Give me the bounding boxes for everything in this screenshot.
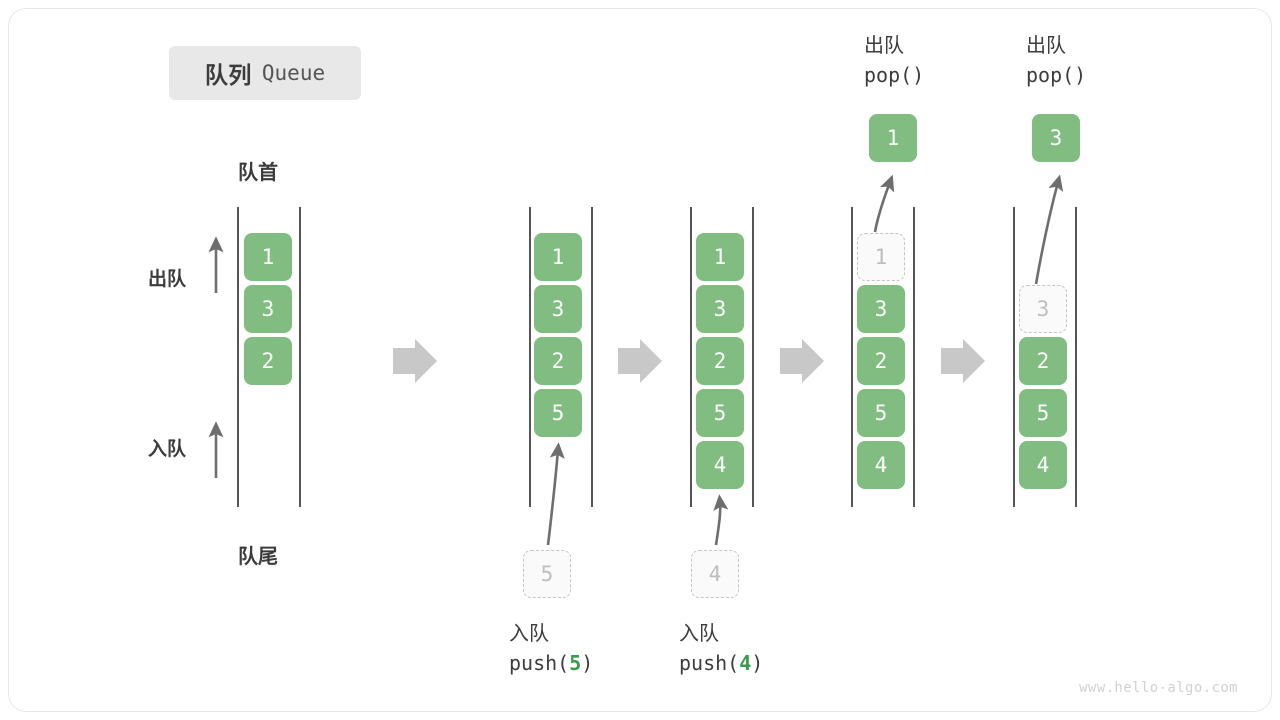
title-cn: 队列 — [204, 62, 252, 88]
enqueue-label: 入队 — [148, 439, 187, 460]
op-label-push-5: 入队 push(5) — [509, 620, 593, 678]
op-label-code: push(4) — [679, 651, 764, 675]
ghost-element: 5 — [523, 550, 571, 598]
rear-label: 队尾 — [238, 546, 278, 568]
queue-element: 1 — [696, 233, 744, 281]
queue-element: 4 — [1019, 441, 1067, 489]
watermark: www.hello-algo.com — [1079, 680, 1238, 696]
rail-left — [1013, 207, 1015, 507]
queue-element: 1 — [534, 233, 582, 281]
front-label: 队首 — [238, 162, 278, 184]
rail-right — [591, 207, 593, 507]
popped-element: 3 — [1032, 114, 1080, 162]
rail-left — [237, 207, 239, 507]
queue-element: 3 — [534, 285, 582, 333]
queue-element: 4 — [857, 441, 905, 489]
op-label-pop-3: 出队 pop() — [1026, 32, 1086, 90]
queue-element: 5 — [696, 389, 744, 437]
queue-element-new: 5 — [534, 389, 582, 437]
queue-element-new: 4 — [696, 441, 744, 489]
queue-element: 5 — [1019, 389, 1067, 437]
rail-left — [851, 207, 853, 507]
op-label-cn: 入队 — [679, 623, 719, 645]
rail-right — [752, 207, 754, 507]
op-label-cn: 出队 — [864, 35, 904, 57]
op-code-number: 5 — [569, 651, 582, 675]
dequeue-label: 出队 — [148, 269, 187, 290]
op-label-code: push(5) — [509, 651, 594, 675]
op-code-number: 4 — [739, 651, 752, 675]
ghost-element: 1 — [857, 233, 905, 281]
diagram-card — [8, 8, 1272, 712]
queue-element: 5 — [857, 389, 905, 437]
queue-element: 2 — [534, 337, 582, 385]
op-label-cn: 出队 — [1026, 35, 1066, 57]
queue-element: 3 — [696, 285, 744, 333]
op-label-cn: 入队 — [509, 623, 549, 645]
queue-element: 2 — [857, 337, 905, 385]
queue-element: 3 — [244, 285, 292, 333]
ghost-element: 3 — [1019, 285, 1067, 333]
op-label-code: pop() — [1026, 63, 1087, 87]
title-en: Queue — [261, 61, 326, 85]
queue-element: 1 — [244, 233, 292, 281]
queue-element: 2 — [244, 337, 292, 385]
rail-left — [529, 207, 531, 507]
queue-element: 2 — [1019, 337, 1067, 385]
op-label-pop-1: 出队 pop() — [864, 32, 924, 90]
ghost-element: 4 — [691, 550, 739, 598]
title-badge: 队列 Queue — [169, 46, 361, 100]
rail-left — [690, 207, 692, 507]
rail-right — [299, 207, 301, 507]
rail-right — [913, 207, 915, 507]
op-label-push-4: 入队 push(4) — [679, 620, 763, 678]
queue-element: 2 — [696, 337, 744, 385]
rail-right — [1075, 207, 1077, 507]
op-label-code: pop() — [864, 63, 925, 87]
queue-element: 3 — [857, 285, 905, 333]
popped-element: 1 — [869, 114, 917, 162]
